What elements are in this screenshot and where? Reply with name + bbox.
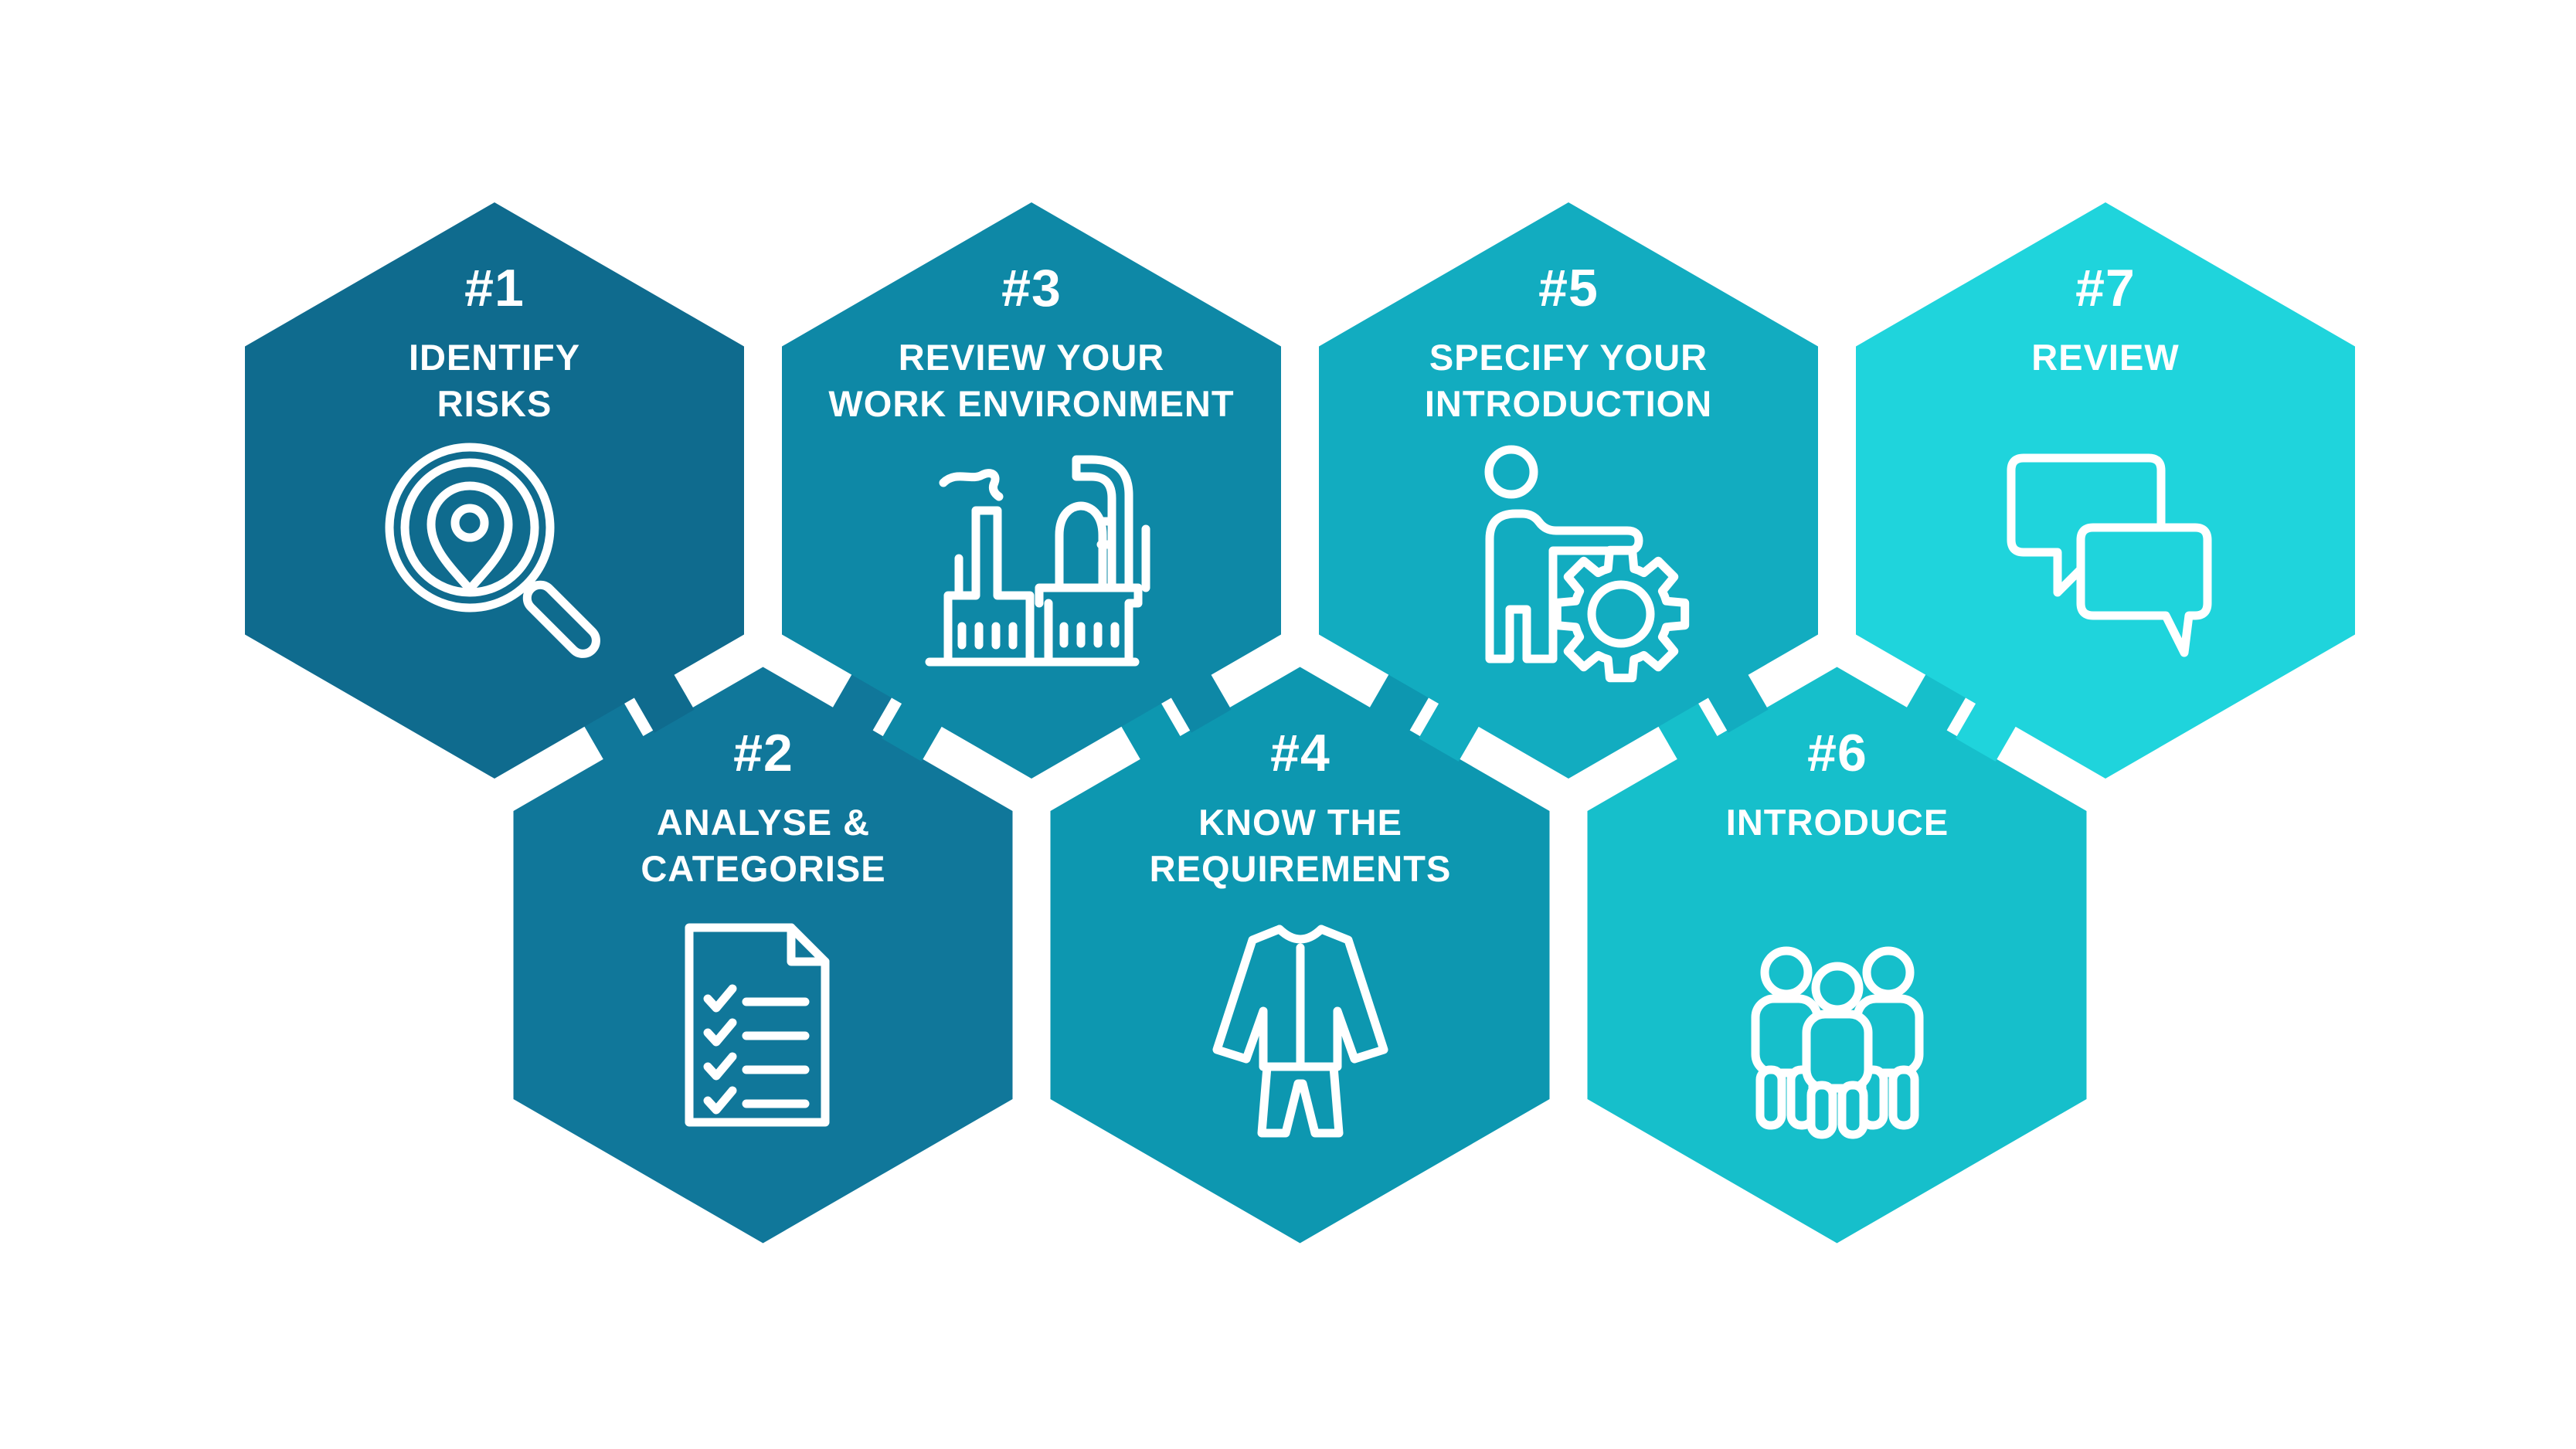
factory-building-chimney [943, 506, 1035, 667]
step-3-title: REVIEW YOUR WORK ENVIRONMENT [777, 334, 1286, 427]
step-2-title-line-2: CATEGORISE [641, 848, 886, 889]
magnifier-outer-ring [385, 443, 555, 613]
step-6-title-line-1: INTRODUCE [1725, 802, 1949, 843]
gear-hub [1587, 580, 1655, 648]
step-4-title-line-1: KNOW THE [1198, 802, 1402, 843]
factory-column-pipe [1072, 455, 1133, 592]
step-7-number: #7 [2075, 259, 2136, 317]
step-5-number: #5 [1538, 259, 1599, 317]
checklist-checkmarks [703, 984, 737, 1115]
checklist-sheet [685, 923, 830, 1127]
factory-pedestal-windows [1059, 622, 1120, 648]
checklist-lines [742, 997, 810, 1108]
factory-tank [1055, 501, 1107, 592]
step-3-title-line-1: REVIEW YOUR [898, 337, 1165, 378]
step-2-title: ANALYSE & CATEGORISE [508, 799, 1018, 892]
hexagon-step-5 [1319, 202, 1818, 779]
hexagon-step-2 [513, 667, 1013, 1244]
speech-bubbles-icon [2007, 453, 2212, 657]
step-5-title: SPECIFY YOUR INTRODUCTION [1313, 334, 1823, 427]
step-1-title-line-2: RISKS [437, 383, 552, 424]
factory-icon [925, 455, 1150, 667]
step-1-number: #1 [464, 259, 525, 317]
step-6-title: INTRODUCE [1582, 799, 2092, 846]
people-icon [1751, 946, 1924, 1139]
factory-smoke [939, 469, 1004, 501]
step-2-number: #2 [733, 724, 794, 782]
step-5-title-line-2: INTRODUCTION [1424, 383, 1713, 424]
factory-pedestal [1035, 583, 1143, 667]
step-3-title-line-2: WORK ENVIRONMENT [828, 383, 1235, 424]
factory-building-windows [957, 622, 1018, 650]
location-pin-dot [450, 504, 489, 542]
person-legs [1485, 586, 1558, 663]
step-4-number: #4 [1270, 724, 1330, 782]
person-center [1802, 962, 1873, 1139]
hexagon-step-7 [1856, 202, 2355, 779]
step-4-title: KNOW THE REQUIREMENTS [1045, 799, 1555, 892]
step-2-title-line-1: ANALYSE & [656, 802, 871, 843]
magnifier-location-icon [385, 443, 600, 658]
location-pin [427, 481, 513, 594]
person-gear-icon [1484, 445, 1690, 683]
step-5-title-line-1: SPECIFY YOUR [1429, 337, 1708, 378]
step-7-title-line-1: REVIEW [2031, 337, 2180, 378]
factory-column-rungs [1096, 517, 1116, 549]
checklist-icon [685, 923, 830, 1127]
hexagon-step-6 [1587, 667, 2087, 1244]
person-head [1484, 445, 1538, 499]
coverall-trousers [1257, 1062, 1344, 1138]
speech-bubble-2 [2076, 523, 2212, 657]
step-3-number: #3 [1001, 259, 1062, 317]
hexagon-step-3 [782, 202, 1281, 779]
step-6-number: #6 [1807, 724, 1867, 782]
person-body-arm [1485, 509, 1643, 600]
step-1-title: IDENTIFY RISKS [240, 334, 749, 427]
magnifier-handle [522, 580, 600, 658]
coverall-icon [1212, 925, 1388, 1138]
checklist-corner-fold [787, 923, 830, 966]
step-4-title-line-2: REQUIREMENTS [1149, 848, 1452, 889]
coverall-collar [1275, 925, 1326, 944]
step-1-title-line-1: IDENTIFY [408, 337, 581, 378]
step-7-title: REVIEW [1850, 334, 2360, 381]
gear-icon [1552, 545, 1690, 683]
